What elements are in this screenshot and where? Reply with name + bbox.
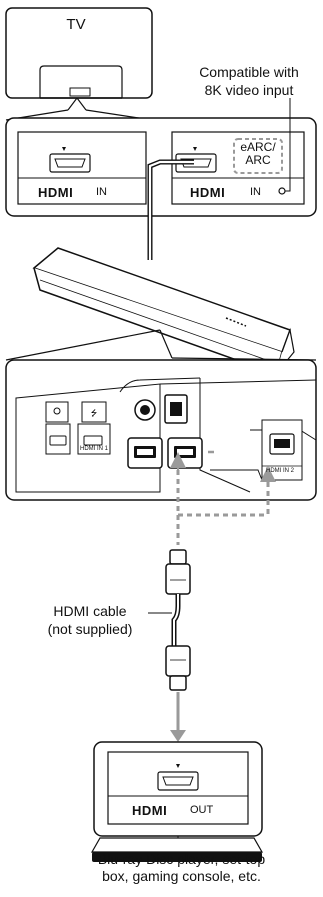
hdmi-connector-icon [165,645,191,691]
port-label: OUT [190,804,214,816]
connection-path [170,450,276,545]
player-rear-panel [93,741,263,837]
arrow-down-icon [170,730,186,742]
hdmi-connector-icon [165,549,191,595]
port-label: HDMI IN 1 [80,446,109,452]
hdmi-cable [148,549,191,691]
soundbar-rear-panel: ⭍ [5,359,317,501]
earc-badge: eARC/ ARC [240,140,276,167]
player-label: Blu-ray Disc player, set-top box, gaming… [97,851,266,884]
hdmi-port-icon [49,147,91,173]
hdmi-port-icon [157,771,199,791]
soundbar-icon [32,247,295,375]
tv-label: TV [66,16,86,33]
hdmi-logo: HDMI [38,185,74,200]
port-label: HDMI IN 2 [266,468,295,474]
port-label: IN [96,186,107,198]
tv-icon [5,7,153,99]
compat-note: Compatible with 8K video input [199,64,299,98]
port-label: IN [250,186,261,198]
usb-icon: ⭍ [91,409,98,418]
player-icon [90,837,264,862]
hdmi-logo: HDMI [190,185,226,200]
cable-label: HDMI cable (not supplied) [47,603,133,637]
hdmi-logo: HDMI [132,803,168,818]
